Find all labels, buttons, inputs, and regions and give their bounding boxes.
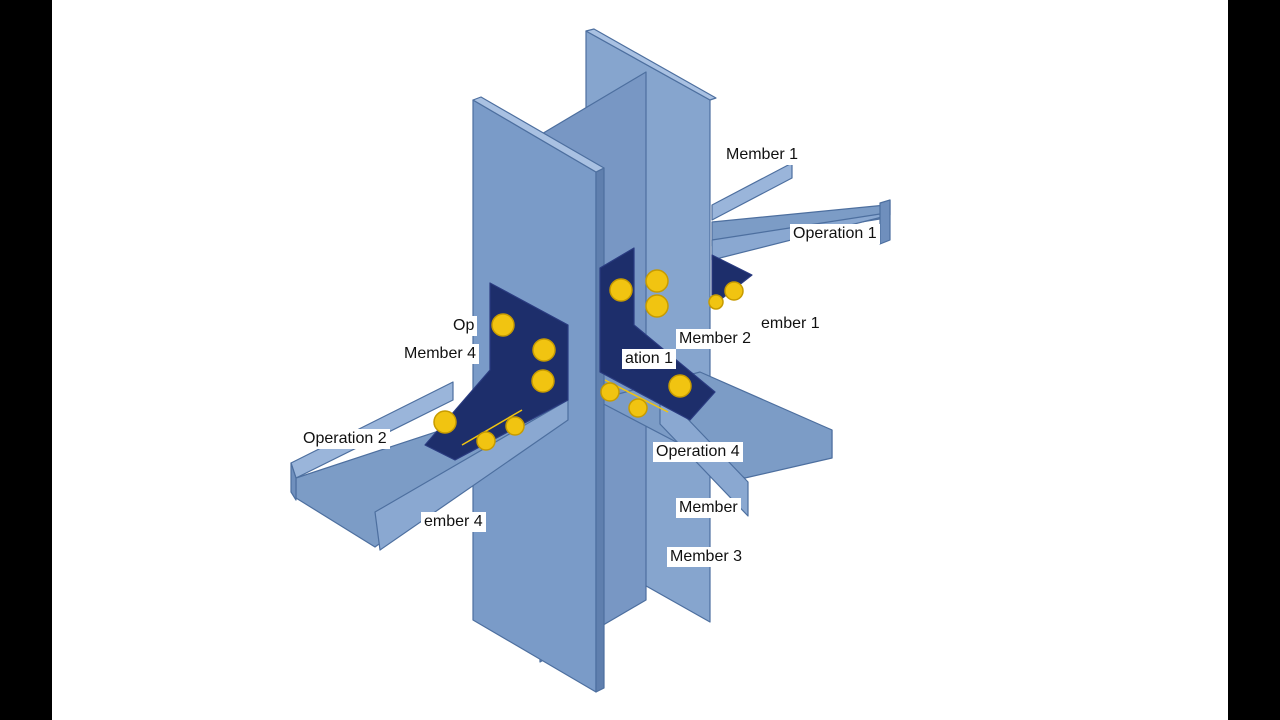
label-member4-bottom[interactable]: ember 4 bbox=[421, 512, 486, 532]
bolt-icon bbox=[628, 398, 648, 418]
column-back-flange-top-edge bbox=[585, 28, 717, 101]
bolt-icon bbox=[505, 416, 525, 436]
bolt-icon bbox=[491, 313, 515, 337]
bolt-icon bbox=[645, 269, 669, 293]
label-member2[interactable]: Member 2 bbox=[676, 329, 755, 349]
gusset-plate-left bbox=[424, 282, 569, 461]
bolt-icon bbox=[532, 338, 556, 362]
label-operation-partial-left[interactable]: Op bbox=[450, 316, 478, 336]
member4-channel-end bbox=[290, 462, 297, 501]
bolt-icon bbox=[433, 410, 457, 434]
label-member4-top[interactable]: Member 4 bbox=[401, 344, 480, 364]
label-member1-top[interactable]: Member 1 bbox=[723, 145, 802, 165]
label-member3[interactable]: Member 3 bbox=[667, 547, 746, 567]
bolt-icon bbox=[609, 278, 633, 302]
bolt-icon bbox=[668, 374, 692, 398]
member1-channel-end bbox=[879, 199, 891, 245]
label-operation1-top[interactable]: Operation 1 bbox=[790, 224, 880, 244]
member1-channel-web bbox=[711, 162, 793, 221]
bolt-icon bbox=[531, 369, 555, 393]
label-member-partial[interactable]: Member bbox=[676, 498, 741, 518]
model-viewport[interactable]: Member 1 Operation 1 ember 1 Op Member 4… bbox=[52, 0, 1228, 720]
column-front-flange-edge bbox=[595, 167, 605, 693]
bolt-icon bbox=[724, 281, 744, 301]
label-operation2[interactable]: Operation 2 bbox=[300, 429, 390, 449]
bolt-icon bbox=[476, 431, 496, 451]
bolt-icon bbox=[600, 382, 620, 402]
column-front-flange-top bbox=[472, 96, 605, 173]
bolt-icon bbox=[708, 294, 724, 310]
label-operation1-center[interactable]: ation 1 bbox=[622, 349, 677, 369]
label-operation4[interactable]: Operation 4 bbox=[653, 442, 743, 462]
steel-connection-model[interactable] bbox=[52, 0, 1228, 720]
weld-line-left bbox=[461, 409, 523, 446]
label-member1-mid[interactable]: ember 1 bbox=[758, 314, 823, 334]
bolt-icon bbox=[645, 294, 669, 318]
